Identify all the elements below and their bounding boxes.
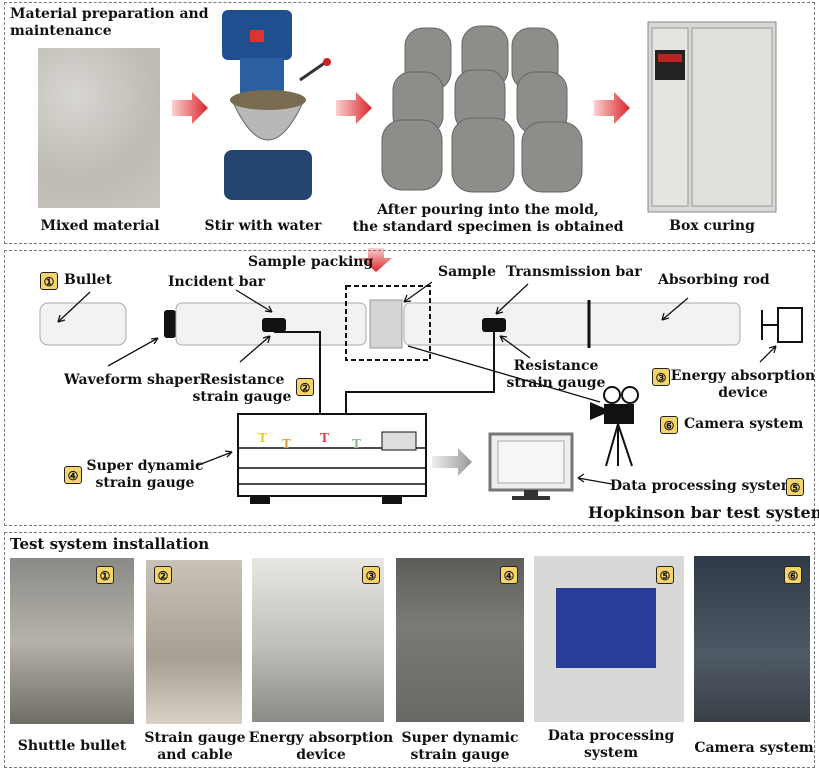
badge-install-1: ① [96,566,114,584]
badge-data-processing: ⑤ [786,478,804,496]
label-transmission-bar: Transmission bar [506,264,642,280]
label-sample-packing: Sample packing [248,254,374,270]
badge-energy-absorption: ③ [652,368,670,386]
label-sample: Sample [438,264,497,280]
label-resistance-gauge-1: Resistance strain gauge [192,372,292,405]
badge-install-6: ⑥ [784,566,802,584]
badge-super-dynamic: ④ [64,466,82,484]
step-stir-with-water: Stir with water [204,218,322,234]
photo-shuttle-bullet [10,558,134,724]
label-super-dynamic: Super dynamic strain gauge [86,458,204,491]
material-preparation-panel [4,2,815,244]
label-incident-bar: Incident bar [168,274,266,290]
caption-energy-absorption: Energy absorption device [248,730,394,763]
photo-strain-gauge-cable [146,560,242,724]
badge-install-4: ④ [500,566,518,584]
label-bullet: Bullet [64,272,113,288]
caption-shuttle-bullet: Shuttle bullet [17,738,127,754]
badge-install-3: ③ [362,566,380,584]
prep-title: Material preparation and maintenance [10,6,209,39]
label-energy-absorption: Energy absorption device [670,368,816,401]
step-box-curing: Box curing [669,218,755,234]
caption-data-processing: Data processing system [547,728,675,761]
label-camera-system: Camera system [684,416,804,432]
label-absorbing-rod: Absorbing rod [658,272,770,288]
badge-install-5: ⑤ [656,566,674,584]
badge-strain-gauge: ② [296,378,314,396]
caption-super-dynamic: Super dynamic strain gauge [401,730,519,763]
badge-camera: ⑥ [660,416,678,434]
photo-super-dynamic [396,558,524,722]
mixed-material-photo [38,48,160,208]
caption-strain-gauge-cable: Strain gauge and cable [144,730,246,763]
installation-title: Test system installation [10,535,210,553]
step-mixed-material: Mixed material [40,218,160,234]
hopkinson-system-title: Hopkinson bar test system [588,503,819,522]
label-waveform-shaper: Waveform shaper [64,372,201,388]
installation-panel [4,532,815,768]
photo-energy-absorption [252,558,384,722]
badge-bullet: ① [40,272,58,290]
label-data-processing: Data processing system [610,478,796,494]
step-specimen-obtained: After pouring into the mold, the standar… [352,202,624,235]
label-resistance-gauge-2: Resistance strain gauge [506,358,606,391]
badge-install-2: ② [154,566,172,584]
caption-camera-system: Camera system [694,740,814,756]
hopkinson-panel [4,250,815,526]
